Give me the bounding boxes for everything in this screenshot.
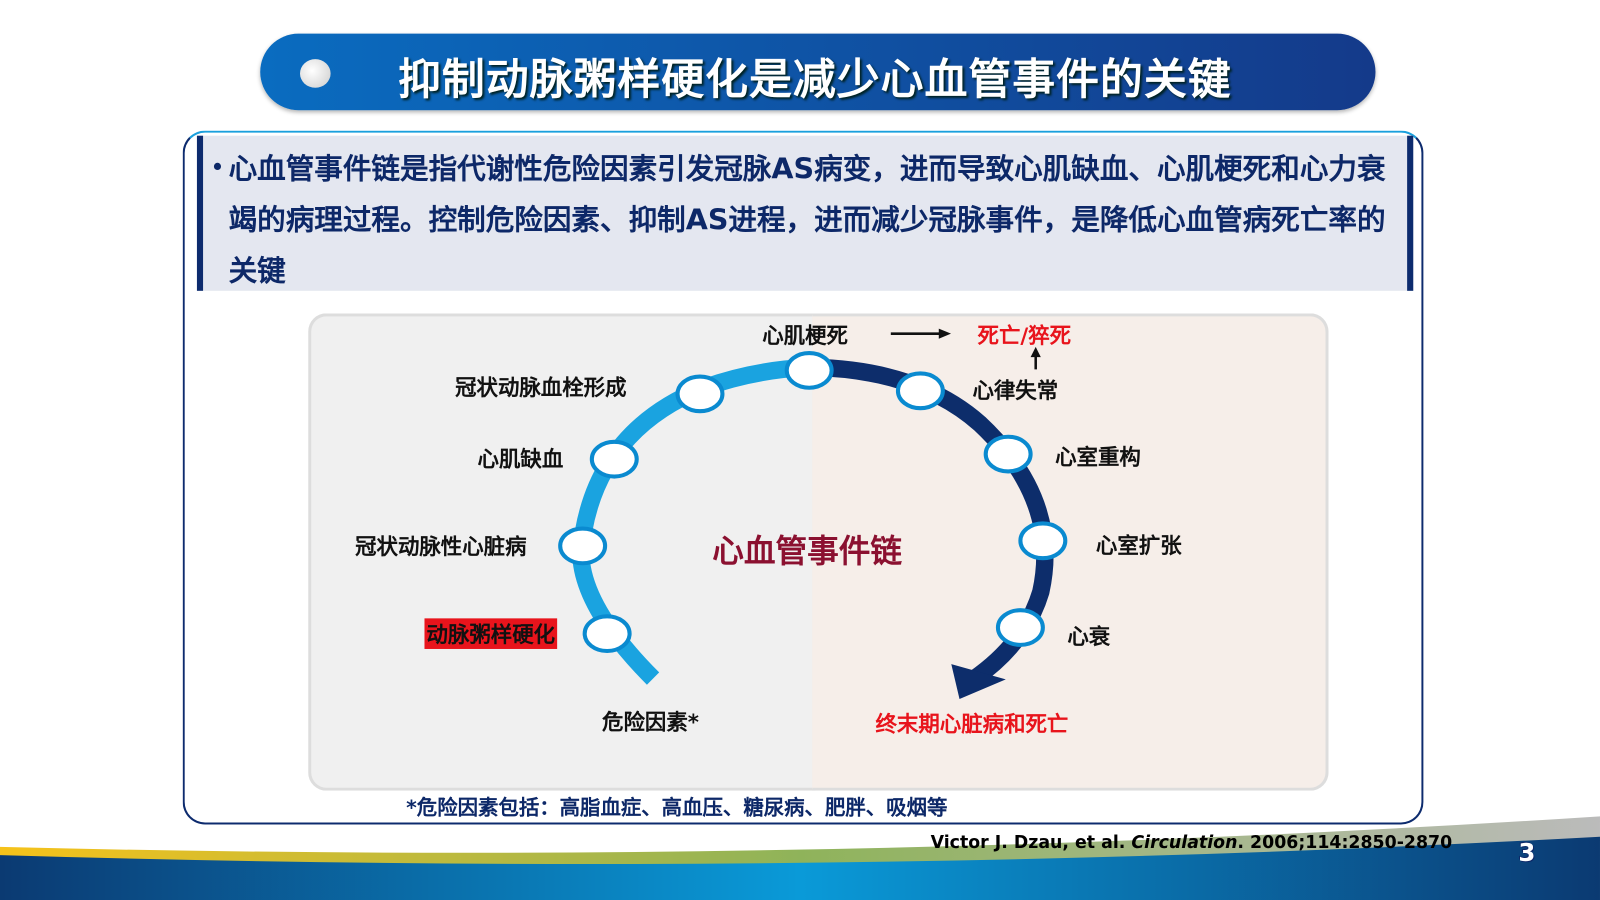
node-chd [558, 526, 608, 566]
label-atherosclerosis: 动脉粥样硬化 [424, 618, 558, 649]
title-banner [260, 33, 1376, 111]
label-hf: 心衰 [1067, 624, 1111, 649]
citation-details: . 2006;114:2850-2870 [1237, 832, 1453, 854]
label-thrombus: 冠状动脉血栓形成 [455, 375, 627, 400]
bullet-icon: • [210, 153, 225, 182]
label-death: 死亡/猝死 [977, 323, 1072, 348]
bullet-circle-icon [299, 59, 331, 88]
summary-text: 心血管事件链是指代谢性危险因素引发冠脉AS病变，进而导致心肌缺血、心肌梗死和心力… [228, 152, 1386, 288]
arc-arrowhead-icon [951, 664, 1006, 699]
node-mi [784, 351, 834, 390]
node-remodeling [983, 434, 1033, 474]
node-dilation [1018, 521, 1068, 561]
label-end-stage: 终末期心脏病和死亡 [875, 712, 1069, 737]
diagram-title: 心血管事件链 [712, 533, 903, 571]
label-ischemia: 心肌缺血 [477, 446, 564, 472]
footnote: *危险因素包括：高脂血症、高血压、糖尿病、肥胖、吸烟等 [406, 794, 948, 820]
content-frame [182, 130, 1424, 825]
label-chd: 冠状动脉性心脏病 [355, 534, 527, 560]
page-number: 3 [1518, 838, 1536, 868]
node-ischemia [589, 439, 639, 479]
label-dilation: 心室扩张 [1095, 533, 1182, 559]
node-hf [995, 608, 1045, 647]
label-remodeling: 心室重构 [1055, 444, 1141, 470]
label-mi: 心肌梗死 [762, 323, 848, 348]
citation-journal: Circulation [1131, 832, 1238, 854]
citation: Victor J. Dzau, et al. Circulation. 2006… [931, 833, 1453, 853]
label-arrhythmia: 心律失常 [972, 378, 1059, 404]
label-risk-factors: 危险因素* [602, 710, 699, 735]
node-as [582, 614, 632, 654]
node-arrhythmia [895, 371, 945, 411]
citation-authors: Victor J. Dzau, et al. [930, 832, 1132, 854]
node-thrombus [675, 374, 725, 414]
summary-box [196, 135, 1414, 291]
slide-title: 抑制动脉粥样硬化是减少心血管事件的关键 [397, 54, 1232, 105]
